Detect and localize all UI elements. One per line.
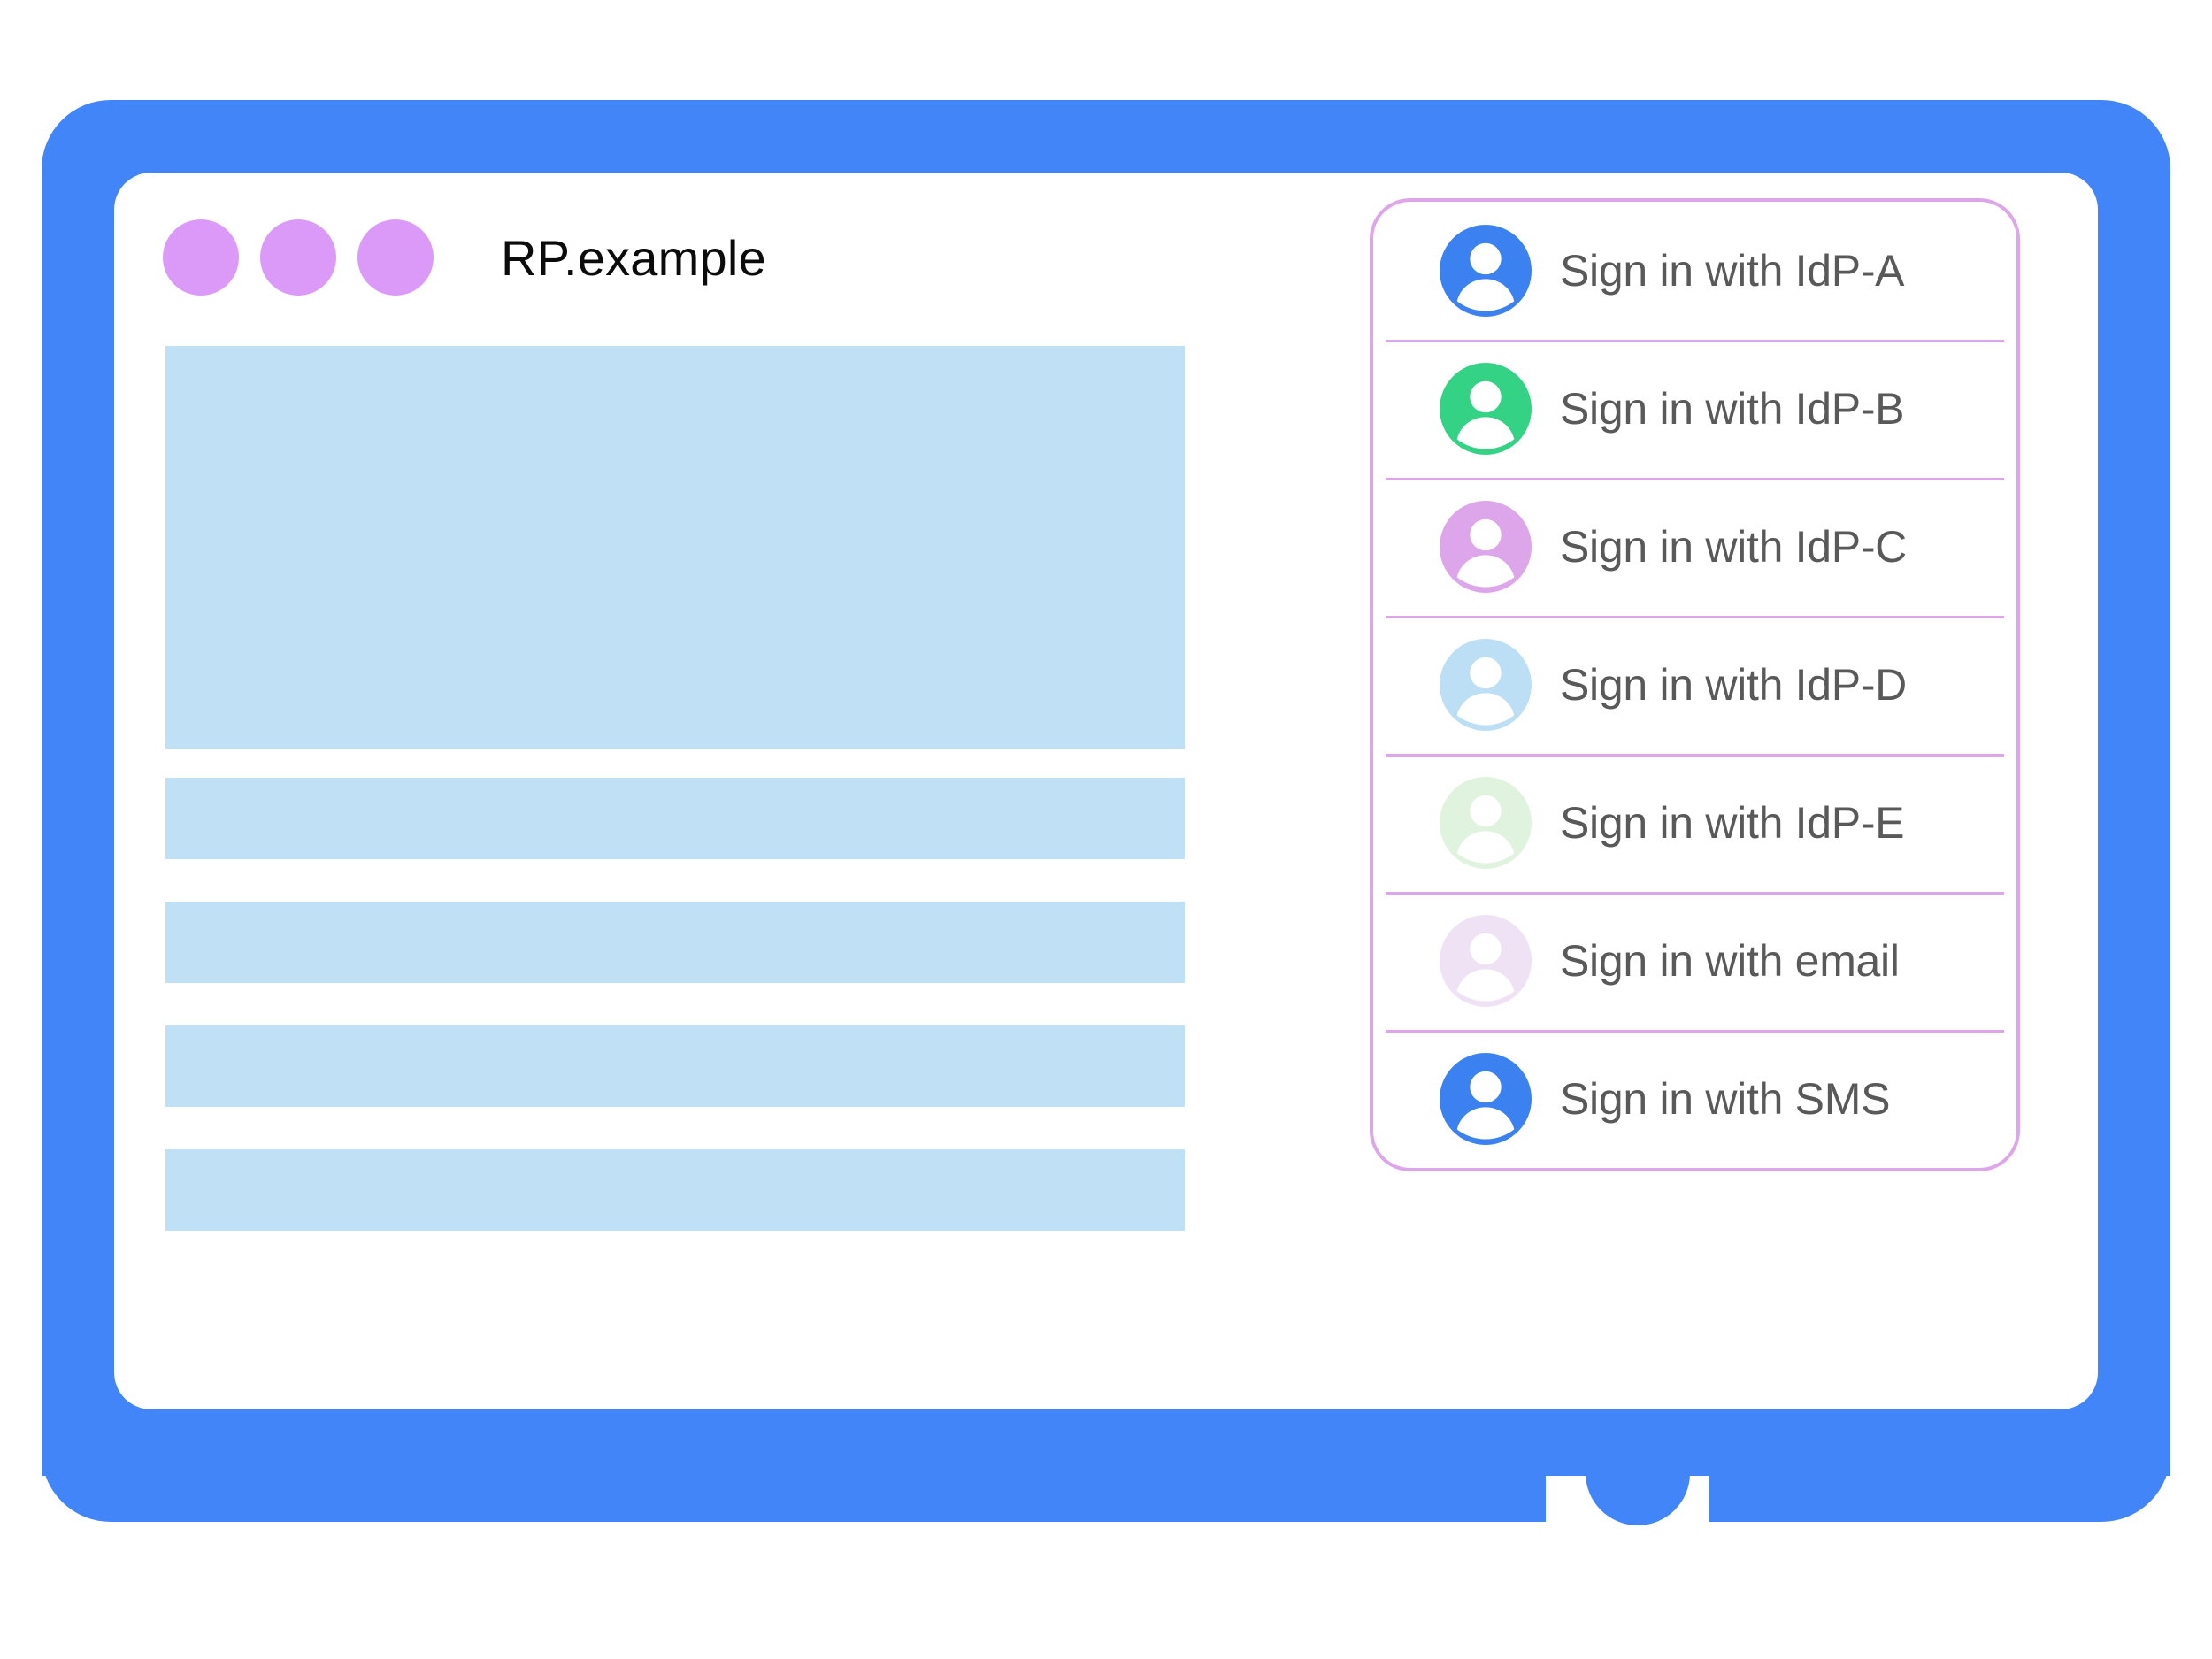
content-bar-4 <box>165 1149 1185 1231</box>
account-row-label: Sign in with IdP-A <box>1560 246 1905 296</box>
home-button[interactable] <box>1586 1421 1690 1525</box>
device-bezel-bottom-right <box>1709 1425 2170 1522</box>
account-avatar-icon <box>1440 639 1532 731</box>
content-bar-3 <box>165 1025 1185 1107</box>
content-bar-2 <box>165 902 1185 983</box>
account-row-label: Sign in with email <box>1560 936 1900 986</box>
account-row-label: Sign in with IdP-B <box>1560 384 1905 434</box>
account-chooser-panel: Sign in with IdP-A Sign in with IdP-B Sign… <box>1370 198 2020 1171</box>
account-row[interactable]: Sign in with IdP-D <box>1373 616 2016 754</box>
account-row-label: Sign in with IdP-E <box>1560 798 1905 848</box>
device-bezel-bottom-left <box>42 1425 1546 1522</box>
account-avatar-icon <box>1440 363 1532 455</box>
window-dot-2-icon <box>260 219 336 296</box>
account-row[interactable]: Sign in with IdP-B <box>1373 340 2016 478</box>
account-row[interactable]: Sign in with email <box>1373 892 2016 1030</box>
account-row[interactable]: Sign in with SMS <box>1373 1030 2016 1168</box>
content-bar-1 <box>165 778 1185 859</box>
account-row[interactable]: Sign in with IdP-C <box>1373 478 2016 616</box>
content-hero-block <box>165 346 1185 749</box>
title-bar: RP.example <box>163 215 766 300</box>
window-dot-1-icon <box>163 219 239 296</box>
account-avatar-icon <box>1440 777 1532 869</box>
account-row[interactable]: Sign in with IdP-A <box>1373 202 2016 340</box>
account-avatar-icon <box>1440 915 1532 1007</box>
account-row-label: Sign in with IdP-D <box>1560 660 1907 710</box>
account-row-label: Sign in with SMS <box>1560 1074 1891 1124</box>
account-row-label: Sign in with IdP-C <box>1560 522 1907 572</box>
account-row[interactable]: Sign in with IdP-E <box>1373 754 2016 892</box>
content-placeholder-column <box>165 346 1185 1231</box>
page-title: RP.example <box>501 229 766 286</box>
window-dot-3-icon <box>357 219 434 296</box>
account-avatar-icon <box>1440 501 1532 593</box>
account-avatar-icon <box>1440 1053 1532 1145</box>
account-avatar-icon <box>1440 225 1532 317</box>
